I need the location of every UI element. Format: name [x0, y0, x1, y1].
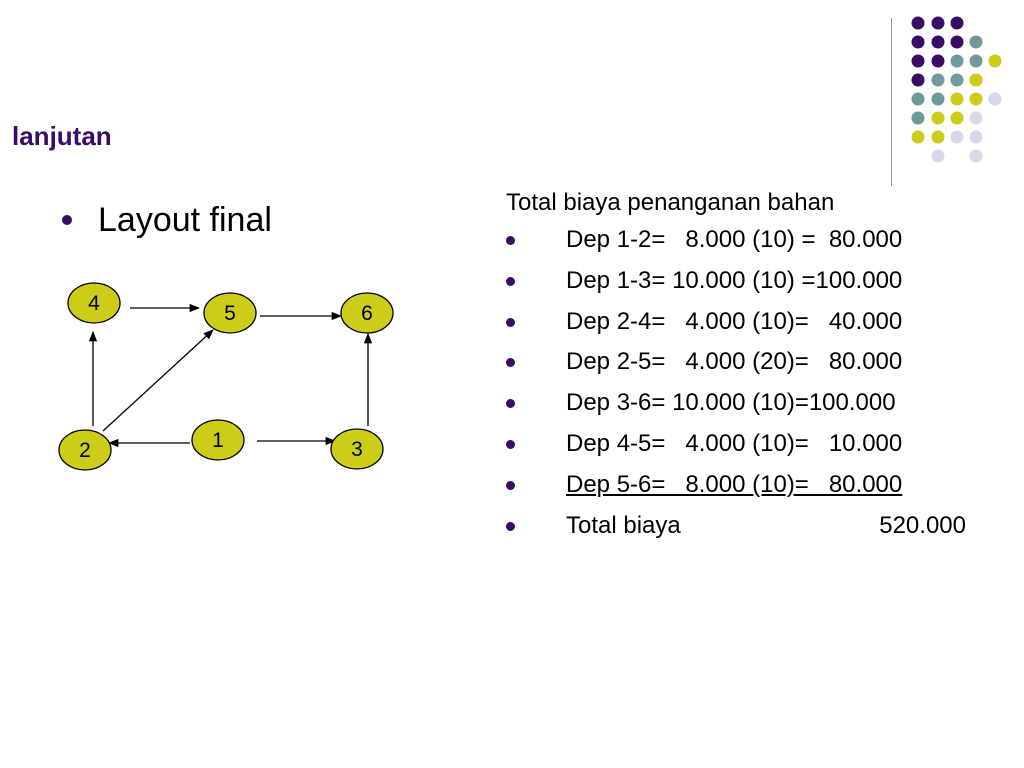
bullet-dot-icon [506, 358, 515, 368]
node-5: 5 [203, 292, 257, 334]
cost-row-text: Dep 3-6= 10.000 (10)=100.000 [566, 389, 896, 417]
bullet-dot-icon [506, 276, 515, 286]
decorative-dot [950, 73, 964, 87]
node-6: 6 [340, 292, 394, 334]
cost-row: Dep 1-3= 10.000 (10) =100.000 [506, 261, 976, 302]
decorative-dot [950, 111, 964, 125]
decorative-dot [931, 92, 945, 106]
cost-row: Dep 5-6= 8.000 (10)= 80.000 [506, 465, 976, 506]
decorative-dot [911, 35, 925, 49]
main-bullet-text: Layout final [98, 201, 272, 239]
main-bullet: Layout final [62, 198, 272, 242]
cost-row: Dep 3-6= 10.000 (10)=100.000 [506, 383, 976, 424]
node-label: 1 [212, 429, 224, 452]
bullet-dot-icon [506, 521, 515, 531]
decorative-dot [988, 92, 1002, 106]
cost-row-text: Dep 4-5= 4.000 (10)= 10.000 [566, 429, 903, 457]
decorative-dot [969, 92, 983, 106]
cost-row: Dep 4-5= 4.000 (10)= 10.000 [506, 424, 976, 465]
bullet-dot-icon [506, 236, 515, 245]
decorative-dot [969, 54, 983, 68]
node-shape [330, 428, 384, 470]
bullet-dot-icon [506, 439, 515, 449]
cost-row-text: Dep 1-2= 8.000 (10) = 80.000 [566, 226, 903, 253]
node-shape [203, 292, 257, 334]
decorative-dot [950, 16, 964, 30]
decorative-dot [911, 16, 925, 30]
cost-row: Dep 2-5= 4.000 (20)= 80.000 [506, 342, 976, 383]
edge-2-5 [102, 329, 214, 432]
node-shape [67, 282, 121, 324]
bullet-dot-icon [506, 480, 515, 490]
bullet-dot-icon [506, 399, 515, 409]
decorative-dot [969, 149, 983, 163]
decorative-dot-grid [911, 16, 1002, 163]
decorative-dot [911, 73, 925, 87]
cost-row-text: Dep 2-4= 4.000 (10)= 40.000 [566, 307, 903, 335]
node-label: 6 [361, 302, 373, 325]
cost-heading: Total biaya penanganan bahan [506, 189, 835, 216]
decorative-dot [931, 73, 945, 87]
node-shape [58, 429, 112, 471]
cost-total-row: Total biaya 520.000 [506, 506, 976, 547]
decorative-dot [911, 92, 925, 106]
node-4: 4 [67, 282, 121, 324]
decorative-dot [931, 16, 945, 30]
node-label: 5 [224, 302, 236, 325]
node-label: 4 [88, 292, 100, 315]
decorative-dot [950, 35, 964, 49]
node-label: 2 [79, 439, 91, 462]
cost-row-text: Dep 1-3= 10.000 (10) =100.000 [566, 266, 903, 294]
cost-row: Dep 2-4= 4.000 (10)= 40.000 [506, 302, 976, 343]
total-label: Total biaya [566, 511, 681, 539]
node-3: 3 [330, 428, 384, 470]
decorative-dot [988, 54, 1002, 68]
decorative-dot [950, 54, 964, 68]
node-1: 1 [191, 419, 245, 461]
bullet-dot-icon [506, 317, 515, 327]
decorative-dot [931, 54, 945, 68]
cost-row-text: Dep 2-5= 4.000 (20)= 80.000 [566, 348, 903, 376]
decorative-dot [931, 130, 945, 144]
bullet-dot-icon [62, 215, 72, 225]
total-value: 520.000 [879, 511, 966, 539]
decorative-dot [969, 35, 983, 49]
decorative-dot [969, 73, 983, 87]
node-shape [191, 419, 245, 461]
decorative-dot [911, 130, 925, 144]
cost-row-text: Dep 5-6= 8.000 (10)= 80.000 [566, 470, 903, 498]
decorative-dot [911, 111, 925, 125]
slide-title: lanjutan [12, 121, 112, 151]
layout-diagram: 4 5 6 1 2 3 [58, 282, 394, 471]
divider-line [891, 18, 892, 186]
decorative-dot [950, 130, 964, 144]
decorative-dot [969, 130, 983, 144]
decorative-dot [969, 111, 983, 125]
decorative-dot [931, 111, 945, 125]
node-2: 2 [58, 429, 112, 471]
decorative-dot [911, 54, 925, 68]
decorative-dot [931, 35, 945, 49]
node-label: 3 [351, 438, 363, 461]
cost-row: Dep 1-2= 8.000 (10) = 80.000 [506, 220, 976, 261]
node-shape [340, 292, 394, 334]
decorative-dot [931, 149, 945, 163]
decorative-dot [950, 92, 964, 106]
cost-list: Total biaya penanganan bahan Dep 1-2= 8.… [506, 186, 976, 546]
